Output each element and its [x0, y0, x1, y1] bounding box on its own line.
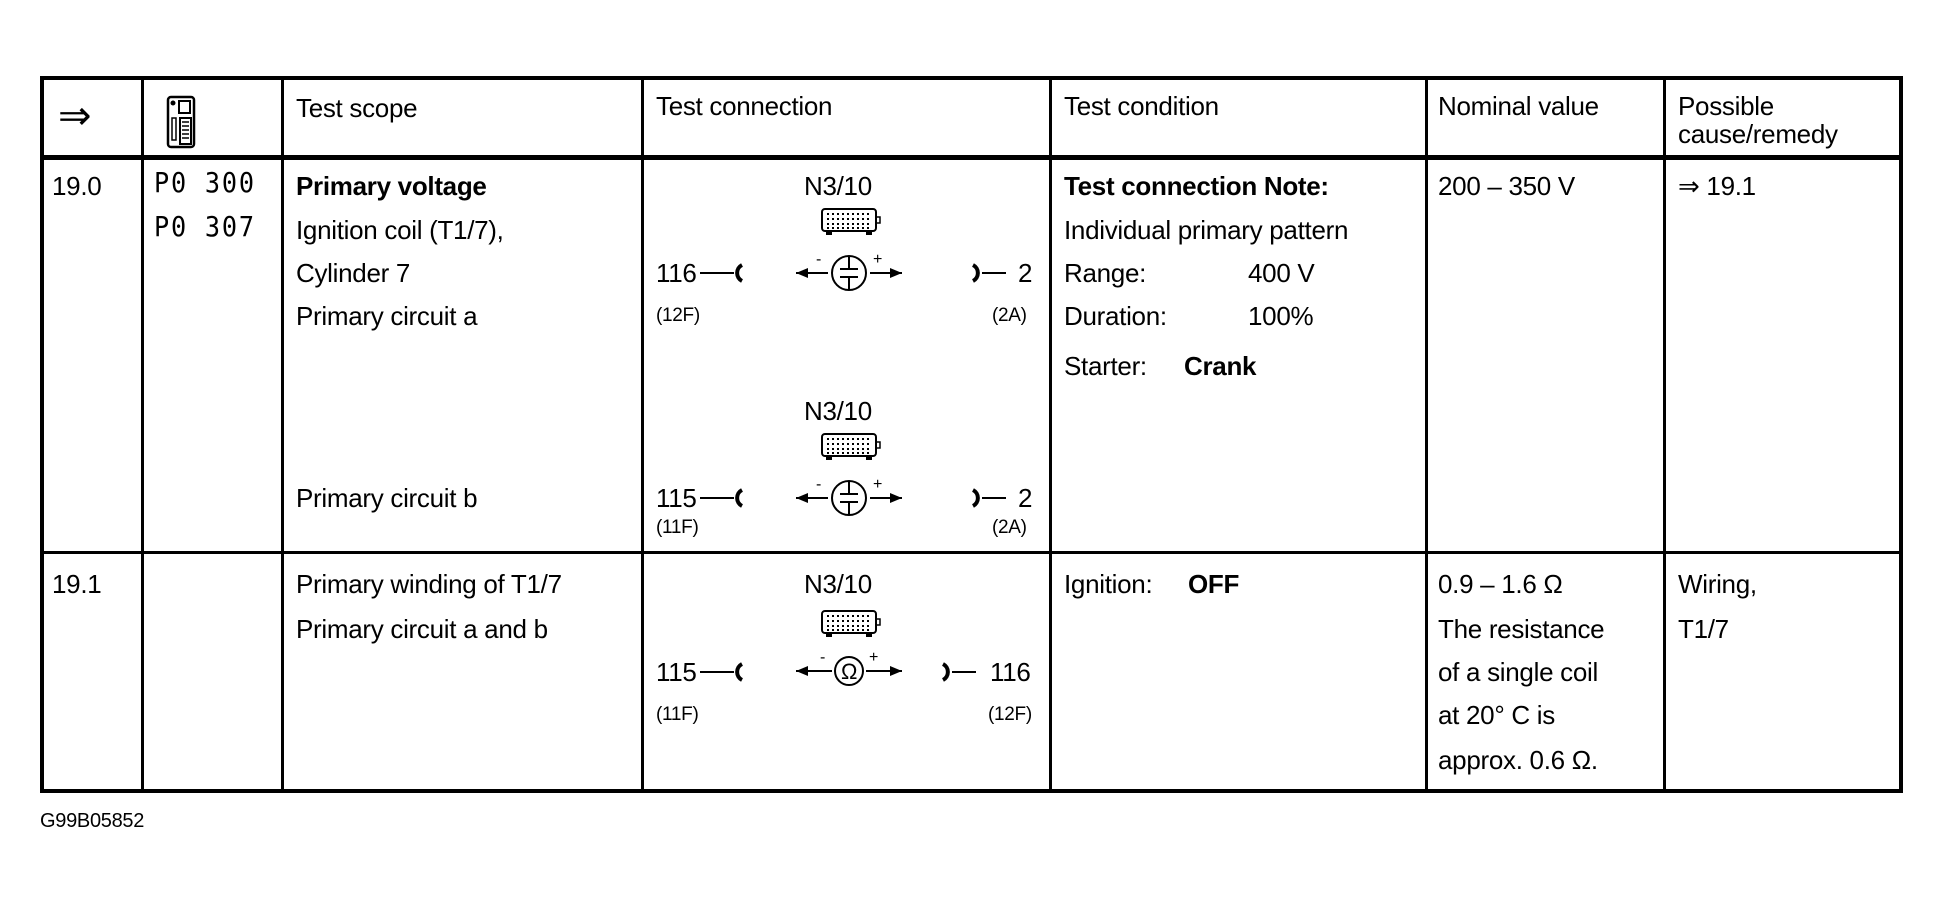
control-unit-icon	[821, 610, 881, 637]
probe-left-icon	[700, 263, 744, 283]
svg-text:-: -	[820, 649, 825, 666]
right-pin-sub: (2A)	[992, 305, 1027, 326]
left-pin-sub: (12F)	[656, 305, 700, 326]
scope-line: Primary circuit a	[296, 301, 478, 331]
right-pin: 2	[1018, 483, 1033, 513]
fault-code: P0 307	[154, 210, 256, 243]
condition-title: Test connection Note:	[1064, 171, 1329, 201]
condition-ignition-value: OFF	[1188, 569, 1240, 599]
ohm-symbol: Ω	[841, 659, 858, 684]
component-label: N3/10	[804, 569, 872, 599]
left-pin: 116	[656, 258, 697, 288]
left-pin-sub: (11F)	[656, 517, 699, 538]
nominal-value: 0.9 – 1.6 Ω	[1438, 569, 1563, 599]
condition-starter-label: Starter:	[1064, 351, 1147, 381]
remedy-line: Wiring,	[1678, 569, 1757, 599]
probe-left-icon	[700, 488, 744, 508]
step-number: 19.1	[52, 569, 102, 599]
header-possible-cause-line2: cause/remedy	[1678, 119, 1838, 149]
svg-text:-: -	[816, 251, 821, 268]
diagnostic-tester-icon	[166, 95, 196, 149]
scope-line: Primary circuit a and b	[296, 614, 548, 644]
left-pin-sub: (11F)	[656, 704, 699, 725]
left-pin: 115	[656, 657, 697, 687]
condition-starter-value: Crank	[1184, 351, 1257, 381]
svg-text:+: +	[873, 476, 882, 493]
scope-line: Primary circuit b	[296, 483, 478, 513]
scope-line: Cylinder 7	[296, 258, 411, 288]
col-border	[1899, 76, 1903, 793]
control-unit-icon	[821, 208, 881, 235]
header-divider	[41, 155, 1903, 160]
col-border	[1049, 76, 1052, 793]
ohmmeter-icon: -+	[796, 649, 902, 686]
svg-text:+: +	[873, 251, 882, 268]
figure-id: G99B05852	[40, 810, 145, 832]
header-possible-cause: Possible	[1678, 91, 1774, 121]
header-test-scope: Test scope	[296, 93, 418, 123]
header-test-condition: Test condition	[1064, 91, 1219, 121]
nominal-note: The resistance	[1438, 614, 1605, 644]
nominal-note: approx. 0.6 Ω.	[1438, 745, 1598, 775]
header-arrow: ⇒	[58, 94, 92, 138]
nominal-note: at 20° C is	[1438, 700, 1555, 730]
nominal-value: 200 – 350 V	[1438, 171, 1575, 201]
condition-duration-label: Duration:	[1064, 301, 1167, 331]
right-pin-sub: (2A)	[992, 517, 1027, 538]
probe-right-icon	[971, 488, 1006, 508]
col-border	[1425, 76, 1428, 793]
col-border	[641, 76, 644, 793]
header-test-connection: Test connection	[656, 91, 833, 121]
table-bottom-border	[41, 789, 1903, 793]
svg-text:-: -	[816, 476, 821, 493]
control-unit-icon	[821, 433, 881, 460]
component-label: N3/10	[804, 171, 872, 201]
table-top-border	[41, 76, 1903, 80]
probe-right-icon	[941, 662, 976, 682]
voltmeter-icon: -+	[796, 476, 902, 516]
fault-code: P0 300	[154, 166, 256, 199]
step-number: 19.0	[52, 171, 102, 201]
svg-text:+: +	[869, 649, 878, 666]
left-pin: 115	[656, 483, 697, 513]
col-border	[1663, 76, 1666, 793]
col-border	[281, 76, 284, 793]
row-divider	[41, 551, 1903, 554]
right-pin-sub: (12F)	[988, 704, 1032, 725]
col-border	[40, 76, 44, 793]
right-pin: 116	[990, 657, 1031, 687]
probe-right-icon	[971, 263, 1006, 283]
remedy-link[interactable]: ⇒ 19.1	[1678, 171, 1756, 201]
condition-range-label: Range:	[1064, 258, 1147, 288]
remedy-line: T1/7	[1678, 614, 1729, 644]
probe-left-icon	[700, 662, 744, 682]
nominal-note: of a single coil	[1438, 657, 1598, 687]
right-pin: 2	[1018, 258, 1033, 288]
header-nominal-value: Nominal value	[1438, 91, 1599, 121]
col-border	[141, 76, 144, 793]
condition-range-value: 400 V	[1248, 258, 1315, 288]
scope-line: Ignition coil (T1/7),	[296, 215, 504, 245]
condition-duration-value: 100%	[1248, 301, 1314, 331]
voltmeter-icon: -+	[796, 251, 902, 291]
condition-pattern: Individual primary pattern	[1064, 215, 1349, 245]
condition-ignition-label: Ignition:	[1064, 569, 1153, 599]
scope-line: Primary winding of T1/7	[296, 569, 562, 599]
scope-title: Primary voltage	[296, 171, 487, 201]
component-label: N3/10	[804, 396, 872, 426]
